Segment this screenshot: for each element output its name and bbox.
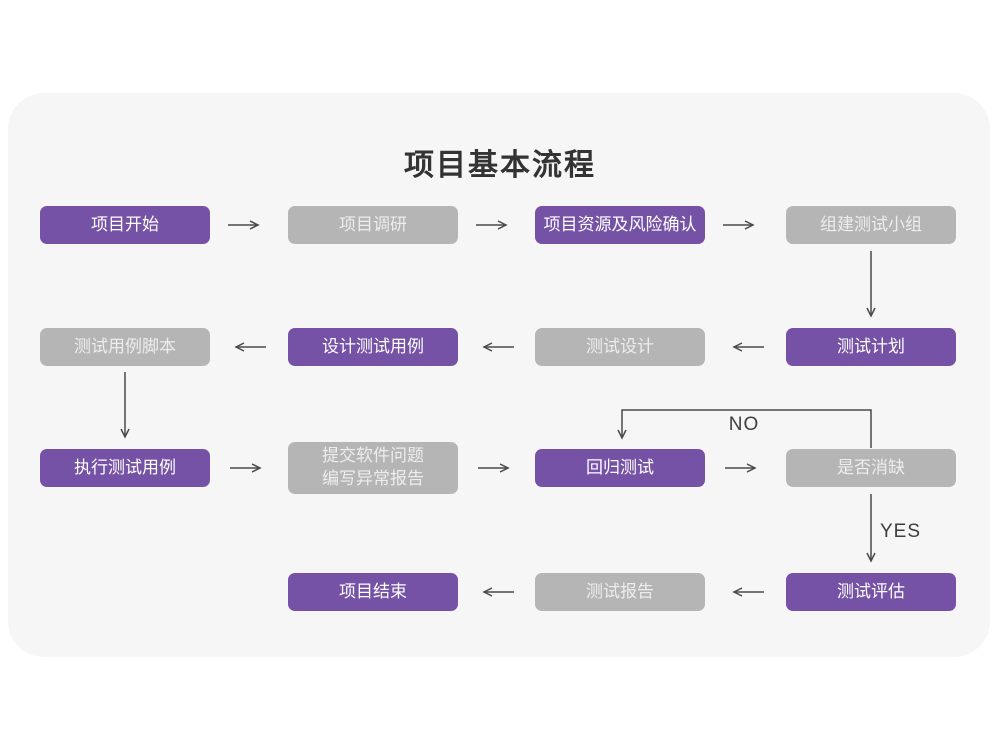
node-design-test-case: 设计测试用例 (288, 328, 458, 366)
node-label: 测试设计 (586, 336, 654, 356)
node-test-evaluation: 测试评估 (786, 573, 956, 611)
node-label: 组建测试小组 (820, 214, 922, 234)
node-label: 回归测试 (586, 457, 654, 477)
node-label: 项目资源及风险确认 (543, 214, 697, 234)
diagram-title: 项目基本流程 (404, 149, 596, 182)
node-build-test-team: 组建测试小组 (786, 206, 956, 244)
node-label: 项目结束 (339, 581, 407, 601)
node-project-end: 项目结束 (288, 573, 458, 611)
node-test-plan: 测试计划 (786, 328, 956, 366)
node-label: 设计测试用例 (322, 336, 424, 356)
node-test-report: 测试报告 (535, 573, 705, 611)
branch-label-no: NO (728, 414, 760, 435)
flowchart-card (8, 93, 990, 657)
node-label-line2: 编写异常报告 (322, 469, 424, 488)
node-project-start: 项目开始 (40, 206, 210, 244)
node-submit-issue-report: 提交软件问题 编写异常报告 (288, 442, 458, 494)
branch-label-yes: YES (880, 521, 922, 542)
node-label: 测试报告 (586, 581, 654, 601)
node-resources-risk-confirm: 项目资源及风险确认 (535, 206, 705, 244)
node-defect-cleared: 是否消缺 (786, 449, 956, 487)
node-test-case-script: 测试用例脚本 (40, 328, 210, 366)
node-label: 测试计划 (837, 336, 905, 356)
node-label: 是否消缺 (837, 457, 905, 477)
node-label: 测试用例脚本 (74, 336, 176, 356)
node-test-design: 测试设计 (535, 328, 705, 366)
node-regression-test: 回归测试 (535, 449, 705, 487)
node-label: 项目调研 (339, 214, 407, 234)
node-label: 项目开始 (91, 214, 159, 234)
node-project-research: 项目调研 (288, 206, 458, 244)
node-label: 执行测试用例 (74, 457, 176, 477)
node-execute-test-case: 执行测试用例 (40, 449, 210, 487)
node-label-line1: 提交软件问题 (322, 446, 424, 466)
node-label: 测试评估 (837, 581, 905, 601)
